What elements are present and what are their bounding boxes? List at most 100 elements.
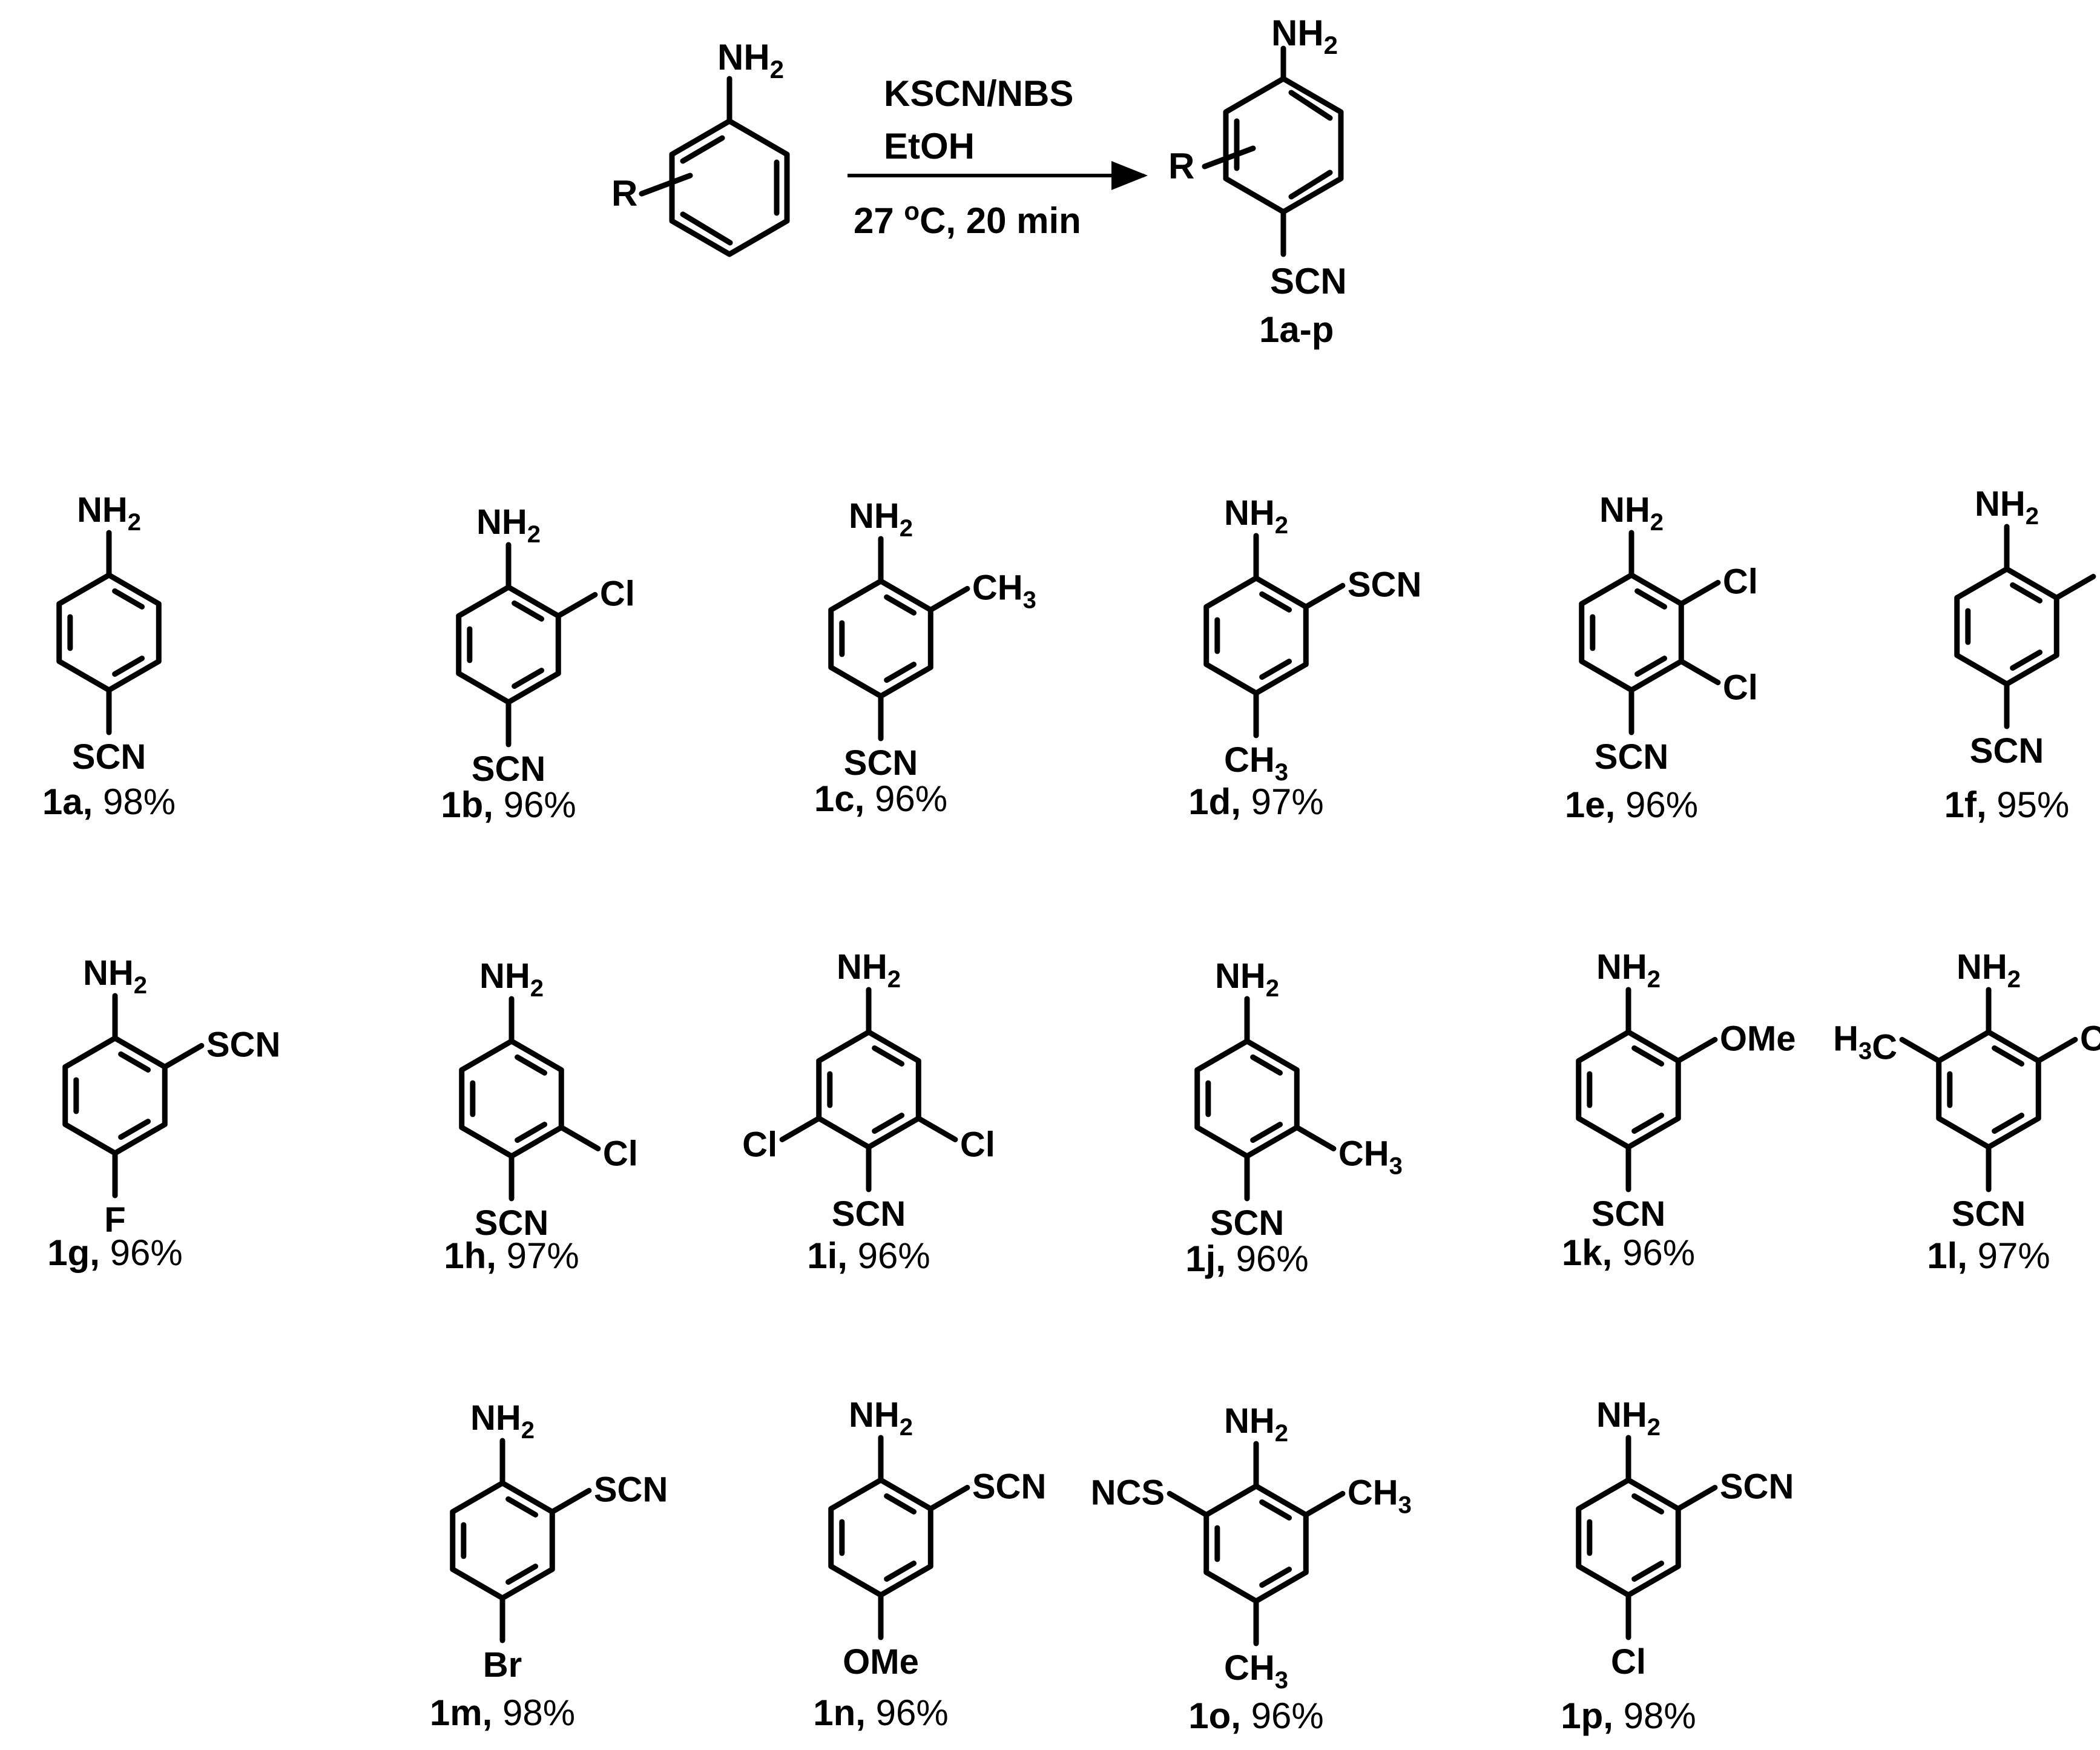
bond-top_right (927, 586, 970, 613)
substituent-top_right: OMe (1720, 1019, 1796, 1059)
conditions-label: 27 oC, 20 min (854, 197, 1081, 241)
substituent-top: NH2 (849, 1395, 913, 1441)
substituent-top: NH2 (849, 496, 913, 542)
bond-bottom_right (1294, 1125, 1337, 1151)
benzene-ring (450, 1480, 555, 1601)
bond-top_right (1303, 583, 1346, 610)
reagents-label: KSCN/NBS (884, 73, 1073, 114)
substituent-top_right: F (2098, 556, 2100, 596)
substituent-top: NH2 (1215, 956, 1279, 1002)
product-amine-label: NH2 (1271, 13, 1338, 59)
substituent-top: NH2 (1596, 1395, 1661, 1441)
benzene-ring (1203, 575, 1309, 696)
substituent-top: NH2 (837, 947, 901, 993)
substituent-bottom: SCN (72, 737, 146, 777)
reactant-structure: NH2 R (611, 37, 790, 257)
substituent-top: NH2 (77, 490, 141, 536)
bond-top_right (1675, 1037, 1718, 1064)
benzene-ring (828, 1477, 933, 1598)
solvent-label: EtOH (884, 126, 975, 166)
benzene-ring (62, 1035, 168, 1156)
substituent-top: NH2 (1975, 484, 2039, 530)
compound-1f: NH2FSCN1f, 95% (1944, 484, 2100, 825)
bond-top_right (2053, 574, 2096, 600)
substituent-bottom: SCN (832, 1194, 906, 1234)
substituent-bottom: SCN (475, 1203, 548, 1243)
compound-1l: NH2H3CCH3SCN1l, 97% (1833, 947, 2100, 1276)
benzene-ring (816, 1029, 921, 1150)
compound-caption: 1o, 96% (1188, 1696, 1323, 1736)
substituent-top: NH2 (1957, 947, 2021, 993)
substituent-top_right: SCN (972, 1467, 1046, 1507)
bond-top_right (927, 1485, 970, 1512)
substituent-bottom_right: Cl (960, 1125, 995, 1165)
substituent-top_right: Cl (600, 574, 635, 614)
substituent-bottom_right: Cl (603, 1134, 638, 1174)
bond-top_left (1167, 1491, 1210, 1518)
substituent-top_right: SCN (206, 1025, 280, 1065)
substituent-top: NH2 (470, 1398, 535, 1444)
compound-caption: 1a, 98% (42, 781, 176, 822)
substituent-top: NH2 (83, 953, 147, 999)
substituent-top: NH2 (1596, 947, 1661, 993)
compound-caption: 1n, 96% (813, 1692, 948, 1733)
bond-bottom_right (1678, 659, 1721, 685)
substituent-top_right: CH3 (972, 568, 1036, 614)
compound-caption: 1j, 96% (1185, 1238, 1308, 1279)
substituent-top: NH2 (1224, 1401, 1288, 1447)
substituent-bottom: SCN (1952, 1194, 2026, 1234)
bond-bottom_right (558, 1125, 601, 1151)
product-range-label: 1a-p (1259, 309, 1334, 350)
benzene-ring (456, 584, 561, 705)
compound-caption: 1e, 96% (1565, 785, 1698, 825)
substituent-top: NH2 (1599, 490, 1664, 536)
compound-caption: 1h, 97% (444, 1235, 579, 1276)
reactant-amine-label: NH2 (717, 37, 784, 84)
substituent-top: NH2 (476, 502, 541, 548)
bond-top_right (1678, 580, 1721, 607)
bond-top_right (549, 1488, 592, 1515)
substituent-bottom: SCN (1591, 1194, 1665, 1234)
substituent-top_right: CH3 (1348, 1473, 1412, 1519)
benzene-ring (1954, 566, 2059, 687)
benzene-ring (459, 1038, 564, 1159)
substituent-top: NH2 (1224, 493, 1288, 539)
substituent-bottom: SCN (1210, 1203, 1284, 1243)
substituent-top_right: CH3 (2080, 1019, 2100, 1065)
bond-top_left (1899, 1037, 1942, 1064)
compound-caption: 1c, 96% (814, 778, 947, 819)
benzene-ring (1579, 572, 1684, 693)
substituent-bottom: Cl (1611, 1642, 1646, 1682)
substituent-top_right: SCN (1720, 1467, 1794, 1507)
substituent-bottom: Br (483, 1645, 522, 1685)
compound-caption: 1g, 96% (47, 1232, 182, 1273)
substituent-top_left: H3C (1833, 1019, 1897, 1067)
product-structure: NH2 R SCN 1a-p (1168, 13, 1347, 350)
bond-top_right (2035, 1037, 2078, 1064)
bond-top_right (162, 1043, 205, 1070)
substituent-top_right: SCN (594, 1470, 668, 1510)
benzene-ring (1194, 1038, 1300, 1159)
compound-caption: 1m, 98% (430, 1692, 575, 1733)
product-r-label: R (1168, 146, 1194, 186)
substituent-bottom: CH3 (1224, 740, 1288, 786)
substituent-bottom: OMe (843, 1642, 919, 1682)
bond-top_right (555, 592, 598, 619)
substituent-bottom: SCN (472, 749, 545, 789)
benzene-ring (1936, 1029, 2041, 1150)
compound-caption: 1i, 96% (807, 1235, 930, 1276)
substituent-top_right: Cl (1723, 562, 1758, 602)
compound-caption: 1p, 98% (1561, 1696, 1696, 1736)
substituent-top: NH2 (479, 956, 544, 1002)
